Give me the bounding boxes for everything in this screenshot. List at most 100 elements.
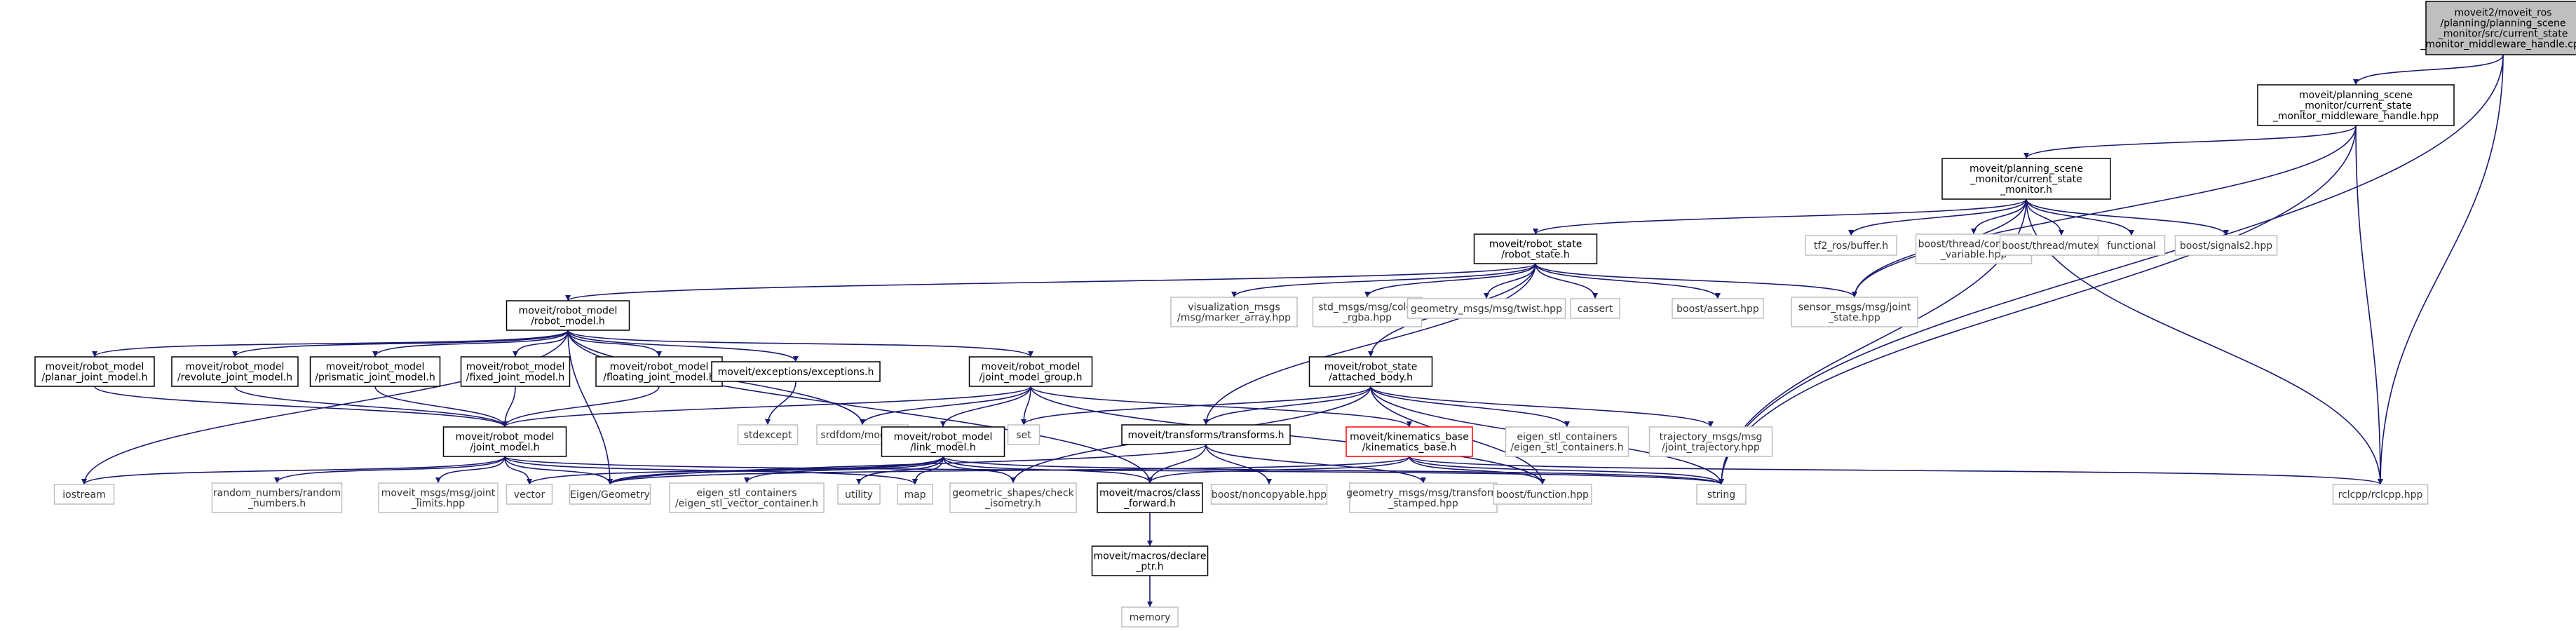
node-floating[interactable]: moveit/robot_model/floating_joint_model.…	[595, 356, 723, 387]
edge-root-to-csmh	[2353, 54, 2504, 86]
node-label-line: memory	[1130, 612, 1171, 623]
node-label-line: moveit/robot_model	[326, 362, 425, 373]
node-iostream[interactable]: iostream	[53, 484, 115, 505]
node-trajmsg[interactable]: trajectory_msgs/msg/joint_trajectory.hpp	[1648, 426, 1773, 457]
edge-exceptions-to-stdexcept	[765, 381, 796, 426]
edge-attached-to-transforms	[1203, 386, 1371, 426]
node-label-line: iostream	[62, 489, 106, 501]
node-label-line: /attached_body.h	[1329, 372, 1413, 384]
node-cassert[interactable]: cassert	[1570, 298, 1620, 319]
edge-robot_state-to-bassert	[1535, 263, 1721, 299]
node-box	[171, 356, 299, 387]
node-random[interactable]: random_numbers/random_numbers.h	[211, 482, 343, 513]
node-robot_state[interactable]: moveit/robot_state/robot_state.h	[1473, 233, 1598, 264]
node-functional[interactable]: functional	[2097, 235, 2166, 256]
node-classfwd[interactable]: moveit/macros/class_forward.h	[1097, 482, 1203, 513]
node-root[interactable]: moveit2/moveit_ros/planning/planning_sce…	[2420, 1, 2576, 55]
node-label-line: /revolute_joint_model.h	[177, 372, 292, 384]
node-label-line: _stamped.hpp	[1388, 498, 1458, 510]
node-tfstamped[interactable]: geometry_msgs/msg/transform_stamped.hpp	[1346, 482, 1500, 513]
edge-csmh-to-jointstate	[1852, 125, 2357, 298]
node-box	[1696, 484, 1747, 505]
edge-attached-to-set	[1021, 386, 1371, 426]
node-viz[interactable]: visualization_msgs/msg/marker_array.hpp	[1170, 297, 1298, 327]
node-planar[interactable]: moveit/robot_model/planar_joint_model.h	[34, 356, 155, 387]
node-box	[2174, 235, 2278, 256]
node-eigvec[interactable]: eigen_stl_containers/eigen_stl_vector_co…	[669, 482, 825, 513]
node-geoiso[interactable]: geometric_shapes/check_isometry.h	[949, 482, 1077, 513]
edge-linkmodel-to-eigvec	[744, 456, 944, 484]
node-label-line: map	[904, 489, 926, 501]
node-string[interactable]: string	[1696, 484, 1747, 505]
node-vector[interactable]: vector	[506, 484, 553, 505]
node-transforms[interactable]: moveit/transforms/transforms.h	[1121, 424, 1291, 445]
node-label-line: rclcpp/rclcpp.hpp	[2338, 489, 2423, 501]
node-linkmodel[interactable]: moveit/robot_model/link_model.h	[881, 426, 1005, 457]
node-set[interactable]: set	[1007, 424, 1040, 445]
node-rclcpp[interactable]: rclcpp/rclcpp.hpp	[2332, 484, 2429, 505]
node-utility[interactable]: utility	[837, 484, 881, 505]
node-box	[1308, 356, 1433, 387]
node-label-line: /joint_model.h	[470, 442, 539, 454]
node-label-line: _monitor/src/current_state	[2438, 29, 2568, 40]
node-eigcont[interactable]: eigen_stl_containers/eigen_stl_container…	[1505, 426, 1629, 457]
node-declptr[interactable]: moveit/macros/declare_ptr.h	[1091, 545, 1209, 576]
node-label-line: moveit/robot_model	[519, 306, 618, 317]
node-label-line: boost/signals2.hpp	[2180, 240, 2272, 252]
node-bassert[interactable]: boost/assert.hpp	[1672, 298, 1764, 319]
node-box	[1570, 298, 1620, 319]
nodes-layer: moveit2/moveit_ros/planning/planning_sce…	[34, 1, 2576, 627]
node-label-line: eigen_stl_containers	[1517, 432, 1617, 443]
node-fixed[interactable]: moveit/robot_model/fixed_joint_model.h	[460, 356, 571, 387]
node-label-line: moveit/robot_state	[1489, 239, 1582, 250]
node-label-line: /robot_model.h	[531, 316, 605, 327]
edge-revolute-to-jointmodel	[234, 386, 508, 428]
node-box	[1791, 297, 1918, 327]
node-bfunction[interactable]: boost/function.hpp	[1493, 484, 1592, 505]
node-exceptions[interactable]: moveit/exceptions/exceptions.h	[711, 361, 881, 382]
node-jointmodel[interactable]: moveit/robot_model/joint_model.h	[442, 426, 567, 457]
node-jointstate[interactable]: sensor_msgs/msg/joint_state.hpp	[1791, 297, 1918, 327]
node-kinbase[interactable]: moveit/kinematics_base/kinematics_base.h	[1345, 426, 1473, 457]
edge-kinbase-to-bfunction	[1409, 456, 1545, 485]
node-robot_model[interactable]: moveit/robot_model/robot_model.h	[506, 300, 630, 331]
node-signals2[interactable]: boost/signals2.hpp	[2174, 235, 2278, 256]
node-box	[309, 356, 441, 387]
edge-robot_model-to-exceptions	[567, 330, 799, 362]
edge-csmh-to-rclcpp	[2355, 125, 2383, 485]
node-csmh[interactable]: moveit/planning_scene_monitor/current_st…	[2257, 84, 2455, 126]
edge-csm-to-tf2	[1848, 198, 2027, 236]
node-tf2[interactable]: tf2_ros/buffer.h	[1805, 235, 1897, 256]
node-box	[1505, 426, 1629, 457]
node-box	[2097, 235, 2166, 256]
node-label-line: /planning/planning_scene	[2440, 18, 2565, 29]
node-label-line: eigen_stl_containers	[696, 488, 796, 499]
node-stdexcept[interactable]: stdexcept	[737, 424, 799, 445]
node-box	[737, 424, 799, 445]
node-twist[interactable]: geometry_msgs/msg/twist.hpp	[1406, 298, 1566, 319]
edge-csmh-to-string	[1719, 125, 2357, 485]
node-memory[interactable]: memory	[1121, 606, 1179, 627]
node-color[interactable]: std_msgs/msg/color_rgba.hpp	[1312, 297, 1423, 327]
node-box	[460, 356, 571, 387]
node-noncopy[interactable]: boost/noncopyable.hpp	[1210, 484, 1328, 505]
node-label-line: set	[1016, 430, 1031, 441]
node-label-line: /link_model.h	[910, 442, 975, 454]
node-label-line: _state.hpp	[1828, 313, 1880, 324]
node-attached[interactable]: moveit/robot_state/attached_body.h	[1308, 356, 1433, 387]
node-prismatic[interactable]: moveit/robot_model/prismatic_joint_model…	[309, 356, 441, 387]
node-jmg[interactable]: moveit/robot_model/joint_model_group.h	[968, 356, 1093, 387]
node-jointlimits[interactable]: moveit_msgs/msg/joint_limits.hpp	[378, 482, 499, 513]
node-map[interactable]: map	[897, 484, 933, 505]
edge-jmg-to-kinbase	[1030, 386, 1412, 428]
node-eigen[interactable]: Eigen/Geometry	[569, 484, 651, 505]
node-label-line: moveit_msgs/msg/joint	[381, 488, 496, 499]
edge-robot_state-to-transforms	[1203, 263, 1536, 426]
node-csm[interactable]: moveit/planning_scene_monitor/current_st…	[1941, 158, 2111, 200]
node-revolute[interactable]: moveit/robot_model/revolute_joint_model.…	[171, 356, 299, 387]
node-label-line: moveit/robot_model	[456, 432, 555, 443]
node-label-line: boost/assert.hpp	[1676, 304, 1759, 315]
node-label-line: _monitor/current_state	[1970, 174, 2082, 185]
edge-robot_model-to-planar	[92, 330, 569, 358]
node-label-line: std_msgs/msg/color	[1318, 302, 1416, 313]
